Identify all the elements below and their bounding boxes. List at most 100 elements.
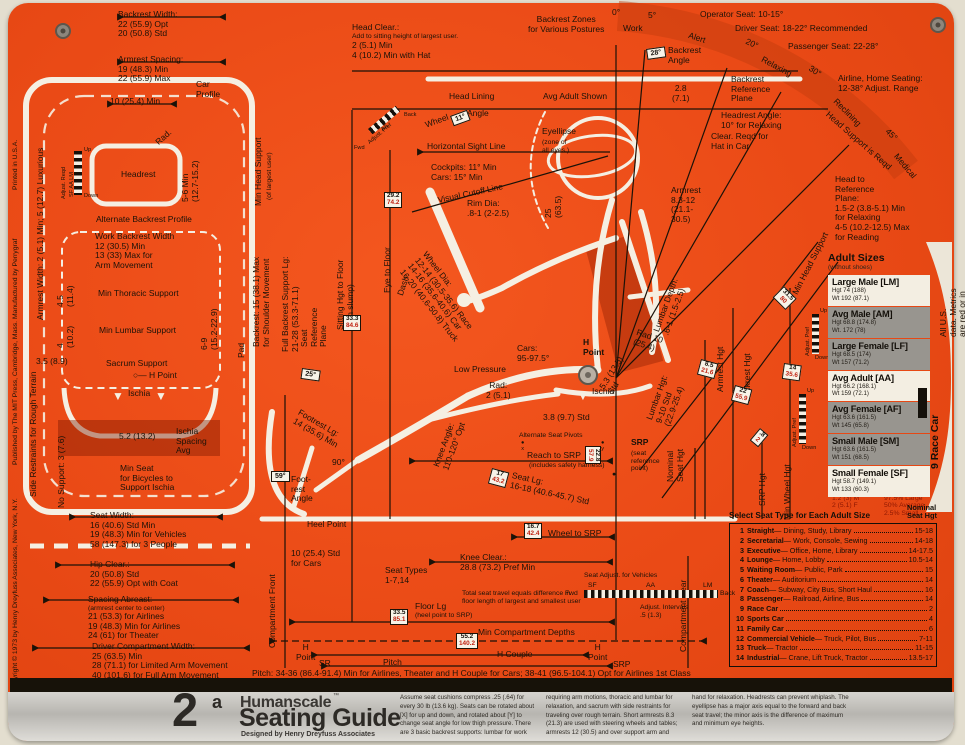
adult-sizes-panel: Adult Sizes (without shoes) Large Male [… xyxy=(828,252,930,498)
diagram-label: H Point xyxy=(296,642,316,662)
diagram-label: Fwd xyxy=(354,145,365,151)
adjust-range-strip xyxy=(584,590,718,598)
diagram-label: Adjust. Pref xyxy=(805,327,811,356)
diagram-label: Rad: 2 (5.1) xyxy=(486,380,511,400)
diagram-label: Operator Seat: 10-15° xyxy=(700,9,784,19)
seat-table-title: Select Seat Type for Each Adult Size xyxy=(729,511,871,520)
diagram-label: Low Pressure xyxy=(454,364,506,374)
diagram-label: Min Head Support xyxy=(253,137,263,206)
diagram-label: Down xyxy=(84,193,99,199)
diagram-label: Armrest 8.3-12 (21.1- 30.5) xyxy=(671,185,701,224)
diagram-label: ▼ xyxy=(112,389,124,403)
diagram-label: 5.2 (13.2) xyxy=(119,431,156,441)
diagram-label: Floor Lg xyxy=(415,601,447,611)
diagram-label: Foot- rest Angle xyxy=(291,474,313,504)
diagram-label: Work xyxy=(623,23,643,33)
brand-name: Humanscale xyxy=(240,694,332,711)
adjust-range-strip xyxy=(799,394,806,444)
footer-instructions-col2: requiring arm motions, thoracic and lumb… xyxy=(546,694,678,737)
diagram-label: No Support: 3 (7.6) xyxy=(56,435,66,508)
diagram-label: Back xyxy=(720,590,736,597)
diagram-label: All U.S. data. Metrics are red or in par… xyxy=(938,288,965,337)
diagram-label: (of largest user) xyxy=(266,152,273,200)
diagram-label: H Point xyxy=(588,642,608,662)
diagram-label: 3.8 (9.7) Std xyxy=(543,412,590,422)
diagram-label: 10 (25.4) Std for Cars xyxy=(291,548,341,568)
diagram-label: Printed in U.S.A. xyxy=(12,139,19,190)
diagram-label: 4 (10.2) xyxy=(55,325,75,348)
diagram-label: Airline, Home Seating: 12-38° Adjust. Ra… xyxy=(838,73,923,93)
diagram-label: Seat Adjust. for Vehicles xyxy=(584,572,658,579)
diagram-label: Add to sitting height of largest user. xyxy=(352,33,459,40)
diagram-label: 2 (5.1) Min 4 (10.2) Min with Hat xyxy=(352,40,431,60)
adult-sizes-rows: Large Male [LM]Hgt 74 (188)Wt 192 (87.1)… xyxy=(828,275,930,497)
diagram-label: (seat reference point) xyxy=(631,450,660,473)
adjust-range-strip xyxy=(74,151,82,195)
diagram-label: Published by The MIT Press, Cambridge, M… xyxy=(12,238,19,465)
trademark-symbol: ™ xyxy=(333,693,339,699)
diagram-label: Ischia xyxy=(128,388,151,398)
diagram-label: Up xyxy=(820,308,828,314)
diagram-label: Hip Clear.: 20 (50.8) Std 22 (55.9) Opt … xyxy=(90,559,178,589)
diagram-label: Armrest Spacing: 19 (48.3) Min 22 (55.9)… xyxy=(118,54,184,84)
diagram-label: Pitch xyxy=(383,657,402,667)
adult-size-row: Avg Male [AM]Hgt 68.8 (174.8)Wt. 172 (78… xyxy=(828,306,930,338)
diagram-label: Reach to SRP xyxy=(527,450,581,460)
adult-size-row: Large Male [LM]Hgt 74 (188)Wt 192 (87.1) xyxy=(828,275,930,306)
footer-metal-band xyxy=(8,692,954,741)
diagram-label: Seat Reference Plane xyxy=(299,307,329,347)
diagram-label: 0° xyxy=(612,7,621,17)
adult-size-row: Small Female [SF]Hgt 58.7 (149.1)Wt 133 … xyxy=(828,466,930,497)
card-title: Seating Guide xyxy=(239,704,401,732)
diagram-label: (heel point to SRP) xyxy=(415,612,473,619)
diagram-label: Car Profile xyxy=(196,79,221,99)
diagram-label: ● x xyxy=(521,440,525,453)
diagram-label: Sacrum Support xyxy=(106,358,168,368)
diagram-label: Armrest Width: 2 (5.1) Min; 5 (12.7) Lux… xyxy=(35,147,45,320)
diagram-label: H Point xyxy=(583,337,605,357)
wheel-position-tick xyxy=(918,388,927,418)
diagram-label: Fwd xyxy=(565,590,578,597)
diagram-label: Min Compartment Depths xyxy=(478,627,575,637)
diagram-label: Wheel to SRP xyxy=(548,528,602,538)
diagram-label: ○— H Point xyxy=(133,370,177,380)
diagram-label: Ischia Spacing Avg xyxy=(176,426,207,456)
diagram-label: Armrest Hgt xyxy=(715,346,725,392)
seat-type-table: Select Seat Type for Each Adult Size Nom… xyxy=(729,503,937,667)
diagram-label: Total seat travel equals difference in f… xyxy=(462,590,581,605)
diagram-label: Headrest xyxy=(121,169,156,179)
diagram-label: Head to Reference Plane: 1.5-2 (3.8-5.1)… xyxy=(835,174,910,242)
diagram-label: Backrest Zones for Various Postures xyxy=(528,14,605,34)
diagram-label: Driver Seat: 18-22° Recommended xyxy=(735,23,868,33)
diagram-label: Back xyxy=(404,112,417,118)
diagram-label: 21 (53.3) for Airlines 19 (48.3) Min for… xyxy=(88,611,181,641)
diagram-label: Backrest Angle xyxy=(668,45,702,65)
diagram-label: Min Seat for Bicycles to Support Ischia xyxy=(120,463,175,493)
diagram-label: Avg Adult Shown xyxy=(543,91,608,101)
diagram-label: Pad xyxy=(236,342,246,358)
diagram-label: Backrest: 15 (38.1) Max for Shoulder Mov… xyxy=(251,256,271,347)
wheel-selection-label[interactable]: 9 Race Car xyxy=(929,414,941,469)
diagram-label: Seat Types 1-7,14 xyxy=(385,565,428,585)
diagram-label: Down xyxy=(815,355,830,361)
diagram-label: 25 (63.5) xyxy=(543,195,563,218)
diagram-label: SRP xyxy=(613,659,631,669)
diagram-label: Full Backrest Support Lg: 21-28 (53.3-71… xyxy=(280,256,300,352)
diagram-label: SR xyxy=(319,658,331,668)
adult-sizes-title: Adult Sizes xyxy=(828,252,885,264)
diagram-label: Up xyxy=(84,147,92,153)
adult-size-row: Avg Adult [AA]Hgt 66.2 (168.1)Wt 159 (72… xyxy=(828,370,930,402)
diagram-label: AA xyxy=(646,582,656,589)
diagram-label: SF xyxy=(588,582,597,589)
